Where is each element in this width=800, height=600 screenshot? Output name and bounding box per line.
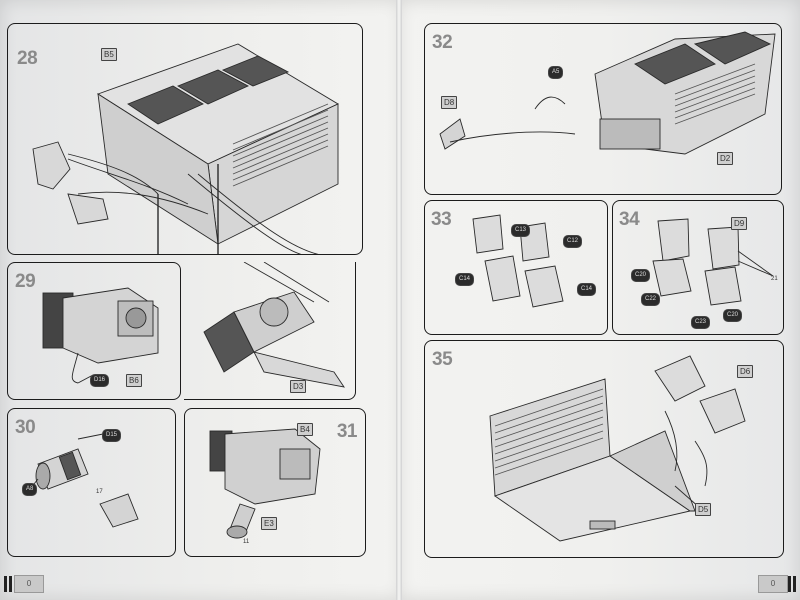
part-callout-A5: A5 [548, 66, 564, 79]
step-28b-panel: D3 [184, 262, 356, 400]
step-30-panel: 30 D15 A8 17 [7, 408, 176, 557]
step-31-drawing [209, 428, 321, 539]
part-callout-B6: B6 [126, 374, 142, 387]
step-28-panel: 28 [7, 23, 363, 255]
part-callout-D8: D8 [441, 96, 458, 109]
part-callout-A8: A8 [22, 483, 38, 496]
part-callout-D9: D9 [731, 217, 748, 230]
step-30-number: 30 [15, 417, 36, 438]
part-callout-C12: C12 [563, 235, 583, 248]
part-callout-D3: D3 [290, 380, 307, 393]
right-page-number: 0 [758, 575, 788, 593]
step-32-number: 32 [432, 32, 453, 53]
part-callout-D15: D15 [102, 429, 122, 442]
part-callout-E3: E3 [261, 517, 277, 530]
left-page-number: 0 [14, 575, 44, 593]
part-callout-D2: D2 [717, 152, 734, 165]
step-29-panel: 29 D16 B6 [7, 262, 181, 400]
step-35-number: 35 [432, 349, 453, 370]
step-33-panel: 33 C13 C12 C14 C14 [424, 200, 608, 335]
right-footer-bar [788, 576, 791, 592]
part-callout-C20-left: C20 [631, 269, 651, 282]
step-28-number: 28 [17, 48, 38, 69]
part-callout-C20-right: C20 [723, 309, 743, 322]
part-callout-D16: D16 [90, 374, 110, 387]
step-31-number: 31 [336, 421, 358, 442]
step-29-drawing [42, 287, 159, 384]
part-callout-D6: D6 [737, 365, 754, 378]
left-footer-bar [4, 576, 7, 592]
part-callout-C23: C23 [691, 316, 711, 329]
step-34-number: 34 [619, 209, 640, 230]
part-callout-C22: C22 [641, 293, 661, 306]
step-28b-drawing [203, 262, 345, 388]
part-callout-C14-left: C14 [455, 273, 475, 286]
step-35-panel: 35 D6 D5 [424, 340, 784, 558]
book-spine [396, 0, 402, 600]
step-30-drawing [29, 433, 139, 528]
step-34-drawing [652, 218, 774, 306]
part-callout-C13: C13 [511, 224, 531, 237]
step-29-number: 29 [15, 271, 36, 292]
part-callout-B5: B5 [101, 48, 117, 61]
step-32-drawing [439, 31, 776, 155]
part-callout-D5: D5 [695, 503, 712, 516]
step-31-panel: 31 B4 E3 11 [184, 408, 366, 557]
part-label-21: 21 [771, 276, 778, 282]
right-footer-bar-2 [793, 576, 796, 592]
step-28-drawing [32, 43, 339, 254]
step-35-drawing [489, 355, 746, 542]
part-callout-C14-right: C14 [577, 283, 597, 296]
step-34-panel: 34 D9 C20 C22 C23 C20 21 [612, 200, 784, 335]
step-32-panel: 32 D8 A5 D2 [424, 23, 782, 195]
step-33-drawing [472, 214, 564, 308]
left-footer-bar-2 [9, 576, 12, 592]
part-callout-B4: B4 [297, 423, 313, 436]
step-33-number: 33 [431, 209, 452, 230]
part-label-17: 17 [96, 489, 103, 495]
part-label-11: 11 [243, 539, 250, 545]
